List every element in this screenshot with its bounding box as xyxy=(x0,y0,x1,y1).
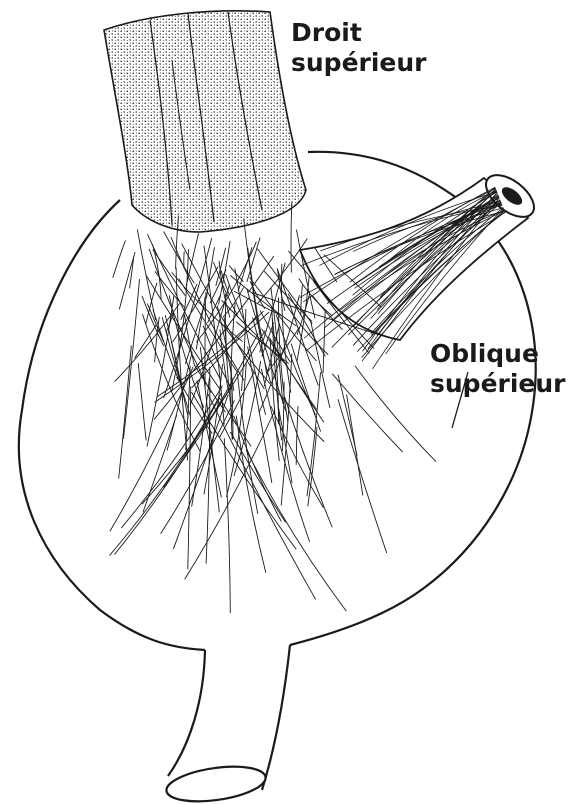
fibre-stroke xyxy=(278,407,292,483)
fibre-stroke xyxy=(246,450,346,611)
superior-oblique-label-line2: supérieur xyxy=(430,369,566,399)
fibre-stroke xyxy=(130,257,134,288)
fibre-stroke xyxy=(181,284,197,319)
fibre-stroke xyxy=(224,439,230,613)
fibre-stroke xyxy=(307,373,321,496)
fibre-stroke xyxy=(185,304,204,364)
fibre-stroke xyxy=(347,395,363,495)
fibre-stroke xyxy=(138,363,146,440)
fibre-stroke xyxy=(169,296,203,408)
fibre-stroke xyxy=(250,278,316,361)
fibre-stroke xyxy=(291,344,320,431)
fibre-stroke xyxy=(248,256,273,292)
superior-oblique-label: Oblique supérieur xyxy=(430,339,566,399)
superior-rectus-label-line2: supérieur xyxy=(291,48,427,78)
fibre-stroke xyxy=(338,400,387,553)
superior-rectus-label-line1: Droit xyxy=(291,18,427,48)
superior-rectus-muscle xyxy=(104,11,306,232)
superior-oblique-label-line1: Oblique xyxy=(430,339,566,369)
fibre-stroke xyxy=(291,203,292,272)
fibre-stroke xyxy=(153,245,162,299)
superior-rectus-label: Droit supérieur xyxy=(291,18,427,78)
fibre-stroke xyxy=(162,318,190,416)
fibre-stroke xyxy=(135,325,157,358)
fibre-stroke xyxy=(119,252,135,309)
fibre-stroke xyxy=(115,304,180,382)
fibre-stroke xyxy=(124,280,140,439)
fibre-stroke xyxy=(196,297,205,349)
fibre-stroke xyxy=(323,310,325,373)
fibre-stroke xyxy=(311,320,330,407)
fibre-stroke xyxy=(285,397,332,527)
fibre-stroke xyxy=(164,232,194,283)
fibre-stroke xyxy=(113,210,137,277)
fibre-stroke xyxy=(282,299,328,354)
optic-nerve xyxy=(164,645,290,805)
